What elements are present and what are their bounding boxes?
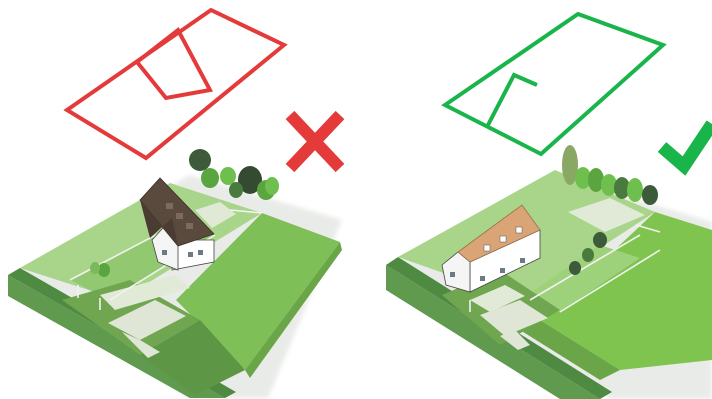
field-bright (176, 213, 342, 378)
house-dark-roof (139, 177, 215, 271)
back-terrace (195, 202, 236, 228)
plot-plan-outline-correct (441, 11, 667, 157)
driveway-path (100, 275, 190, 358)
garden-strip (520, 245, 640, 312)
house-light-roof (441, 204, 541, 293)
left-panel (8, 7, 345, 398)
right-panel (386, 11, 712, 399)
tree-group (562, 145, 658, 275)
check-icon (657, 120, 712, 176)
fence-lines (469, 224, 661, 313)
tree-group (90, 149, 279, 277)
cross-icon (285, 110, 345, 173)
back-terrace (568, 198, 645, 232)
driveway-path (470, 285, 548, 350)
plot-plan-outline-incorrect (63, 7, 288, 161)
field-bright (520, 212, 712, 380)
